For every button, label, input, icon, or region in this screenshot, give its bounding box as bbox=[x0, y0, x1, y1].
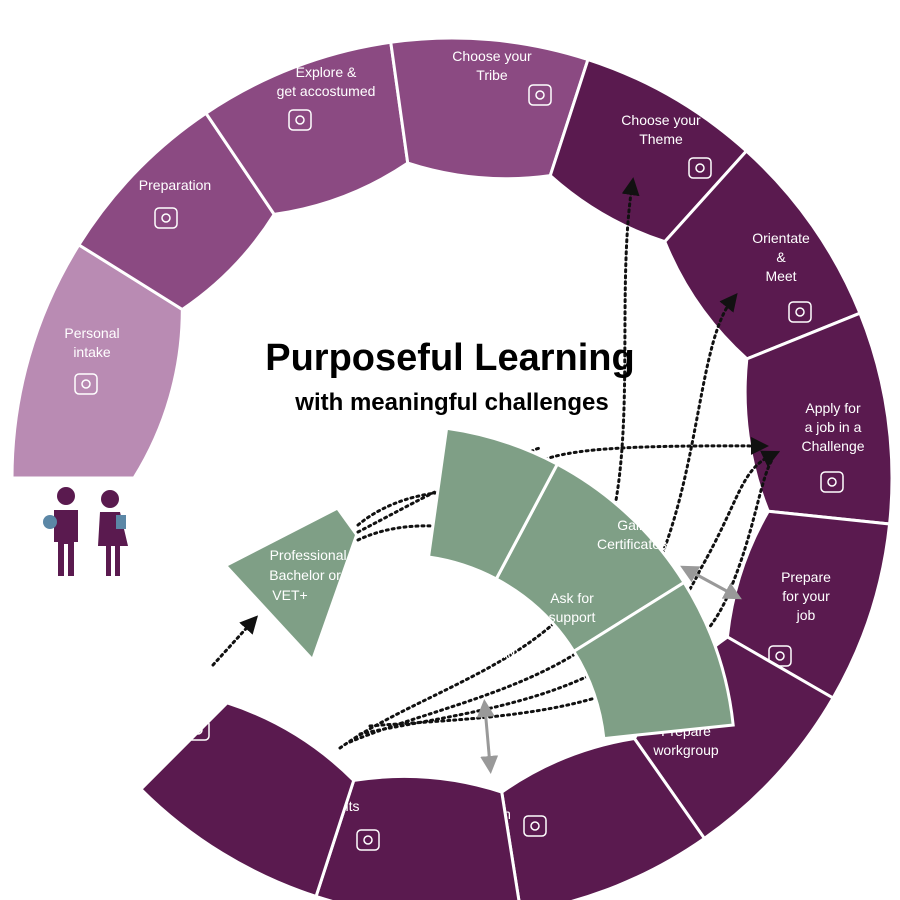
inner-segment-label-line: Feedforward bbox=[437, 645, 516, 661]
segment-label-line: & bbox=[776, 249, 786, 265]
segment-label-line: get accostumed bbox=[277, 83, 376, 99]
inner-segment-ask-support: Ask for support bbox=[549, 580, 735, 741]
connector-certificates bbox=[680, 565, 742, 600]
segment-label-line: Orientate bbox=[752, 230, 810, 246]
segment-apply-job: Apply for a job in a Challenge bbox=[743, 311, 894, 526]
inner-segment-shape bbox=[426, 426, 560, 582]
segment-label: Personal intake bbox=[64, 325, 119, 360]
segment-label: Apply for a job in a Challenge bbox=[801, 400, 864, 454]
inner-segment-feedback: Feedback & Feedforward bbox=[426, 426, 560, 661]
segment-label-line: Theme bbox=[639, 131, 683, 147]
inner-segment-label-line: support bbox=[549, 609, 596, 625]
inner-segment-shape bbox=[571, 580, 735, 741]
segment-label: Explore & get accostumed bbox=[277, 64, 376, 99]
segment-label: Orientate & Meet bbox=[752, 230, 810, 284]
inner-segment-label-line: & bbox=[471, 626, 481, 642]
outer-ring: Personal intake Preparation Explore & get ac… bbox=[10, 36, 894, 900]
tribe-icon bbox=[528, 84, 552, 106]
degree-box-shape bbox=[228, 510, 355, 657]
inner-segment-label-line: Gain bbox=[617, 517, 647, 533]
segment-label-line: intake bbox=[73, 344, 111, 360]
segment-label-line: a job in a bbox=[805, 419, 862, 435]
inner-segment-label-line: Certificates bbox=[597, 536, 667, 552]
segment-label-line: Preparation bbox=[139, 177, 211, 193]
segment-label-line: Apply for bbox=[805, 400, 861, 416]
segment-label-line: Personal bbox=[64, 325, 119, 341]
degree-line-3: VET+ bbox=[272, 587, 307, 603]
segment-graduate: Graduate bbox=[138, 685, 356, 899]
flow-arrow-graduate-to-degree bbox=[211, 615, 259, 667]
connector-feedback bbox=[476, 699, 499, 774]
degree-line-1: Professional, bbox=[270, 547, 351, 563]
segment-label: Prepare for your job bbox=[781, 569, 831, 623]
segment-label-line: Prepare bbox=[781, 569, 831, 585]
segment-label: Preparation bbox=[139, 177, 211, 193]
intake-icon bbox=[74, 373, 98, 395]
iteration-icon bbox=[523, 815, 547, 837]
degree-line-2: Bachelor or bbox=[269, 567, 341, 583]
segment-label-line: Choose your bbox=[452, 48, 532, 64]
lightbulb-icon bbox=[288, 109, 312, 131]
segment-label: Graduate bbox=[141, 685, 200, 701]
segment-label-line: Graduate bbox=[141, 685, 200, 701]
graduation-cap-icon bbox=[186, 719, 210, 741]
segment-label-line: job bbox=[796, 607, 816, 623]
segment-label-line: workgroup bbox=[652, 742, 719, 758]
page-subtitle: with meaningful challenges bbox=[294, 389, 608, 416]
segment-label-line: Explore & bbox=[296, 64, 357, 80]
degree-box: Professional, Bachelor or VET+ bbox=[228, 510, 355, 657]
segment-preparation: Preparation bbox=[76, 111, 276, 312]
students-icon bbox=[43, 487, 128, 576]
segment-label-line: Choose your bbox=[621, 112, 701, 128]
page-title: Purposeful Learning bbox=[265, 337, 634, 379]
segment-label-line: for your bbox=[782, 588, 830, 604]
degree-box-label: Professional, Bachelor or VET+ bbox=[269, 547, 354, 603]
inner-segment-label: Ask for support bbox=[549, 590, 596, 625]
segment-label-line: Challenge bbox=[801, 438, 864, 454]
meet-icon bbox=[788, 301, 812, 323]
application-icon bbox=[820, 471, 844, 493]
preparation-icon bbox=[154, 207, 178, 229]
segment-shape bbox=[138, 701, 356, 899]
inner-segment-label: Feedback & Feedforward bbox=[437, 607, 516, 661]
theme-icon bbox=[688, 157, 712, 179]
presentation-icon bbox=[356, 829, 380, 851]
segment-label-line: Tribe bbox=[476, 67, 508, 83]
segment-label-line: Meet bbox=[765, 268, 796, 284]
inner-segment-label-line: Feedback bbox=[445, 607, 507, 623]
inner-segment-label-line: Ask for bbox=[550, 590, 594, 606]
segment-shape bbox=[500, 736, 707, 900]
segment-prepare-job: Prepare for your job bbox=[725, 509, 892, 701]
